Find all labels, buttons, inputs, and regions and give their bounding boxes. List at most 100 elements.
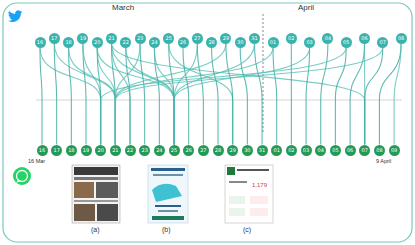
date-text: 26 (186, 148, 192, 153)
flow-connector (54, 44, 56, 145)
date-text: 05 (343, 40, 349, 45)
twitter-date-circle: 25 (163, 33, 174, 44)
frame (3, 3, 412, 242)
whatsapp-date-circle: 06 (345, 145, 356, 156)
whatsapp-icon (13, 167, 31, 185)
month-label: April (298, 3, 314, 12)
twitter-date-circle: 20 (92, 37, 103, 48)
flow-connector (101, 48, 347, 145)
date-text: 20 (97, 148, 103, 153)
date-text: 20 (94, 40, 100, 45)
date-text: 19 (80, 36, 86, 41)
flow-connector (115, 48, 382, 145)
twitter-date-circle: 24 (149, 37, 160, 48)
date-range-label: 9 April (376, 158, 391, 165)
twitter-date-circle: 01 (268, 37, 279, 48)
twitter-date-circle: 19 (77, 33, 88, 44)
date-text: 24 (151, 40, 157, 45)
date-text: 08 (398, 36, 404, 41)
flow-connector (115, 48, 273, 145)
whatsapp-date-circle: 23 (139, 145, 150, 156)
twitter-date-circle: 08 (396, 33, 407, 44)
date-text: 02 (288, 36, 294, 41)
date-text: 31 (259, 148, 265, 153)
whatsapp-date-circle: 16 (37, 145, 48, 156)
image-a (72, 165, 120, 223)
image-c (225, 165, 273, 223)
twitter-date-circle: 31 (249, 33, 260, 44)
panel-letter: (b) (162, 226, 171, 234)
twitter-date-circle: 07 (377, 37, 388, 48)
flow-connector (183, 48, 189, 145)
twitter-date-circle: 03 (304, 37, 315, 48)
whatsapp-date-circle: 02 (286, 145, 297, 156)
date-text: 09 (391, 148, 397, 153)
date-text: 04 (325, 36, 331, 41)
date-text: 17 (53, 148, 59, 153)
month-label: March (112, 3, 134, 12)
date-text: 29 (230, 148, 236, 153)
date-text: 18 (65, 40, 71, 45)
flow-connector (169, 44, 233, 145)
whatsapp-date-circle: 09 (389, 145, 400, 156)
twitter-date-circle: 16 (35, 37, 46, 48)
date-text: 24 (156, 148, 162, 153)
flow-connector (174, 44, 197, 145)
whatsapp-date-circle: 01 (271, 145, 282, 156)
whatsapp-date-circle: 31 (257, 145, 268, 156)
twitter-date-circle: 05 (341, 37, 352, 48)
twitter-date-circle: 22 (120, 37, 131, 48)
flow-connector (97, 48, 174, 145)
date-text: 23 (137, 36, 143, 41)
twitter-date-circle: 06 (359, 33, 370, 44)
date-text: 31 (251, 36, 257, 41)
whatsapp-date-circle: 28 (213, 145, 224, 156)
flow-connector (394, 44, 401, 145)
whatsapp-date-circle: 08 (374, 145, 385, 156)
date-text: 06 (361, 36, 367, 41)
flow-connector (169, 44, 174, 145)
date-text: 19 (83, 148, 89, 153)
panel-letter: (a) (91, 226, 100, 234)
date-text: 03 (303, 148, 309, 153)
flow-connector (115, 44, 226, 145)
twitter-date-circle: 02 (286, 33, 297, 44)
flow-connector (321, 44, 328, 145)
date-text: 01 (270, 40, 276, 45)
whatsapp-date-circle: 24 (154, 145, 165, 156)
whatsapp-date-circle: 25 (169, 145, 180, 156)
image-b (148, 165, 188, 223)
flow-connector (174, 44, 254, 145)
flow-connector (306, 48, 310, 145)
date-text: 28 (215, 148, 221, 153)
whatsapp-date-circle: 29 (227, 145, 238, 156)
date-text: 23 (142, 148, 148, 153)
twitter-date-circle: 17 (49, 33, 60, 44)
flow-connector (291, 44, 292, 145)
date-text: 18 (68, 148, 74, 153)
whatsapp-date-circle: 21 (110, 145, 121, 156)
date-text: 22 (123, 40, 129, 45)
whatsapp-date-circle: 17 (51, 145, 62, 156)
whatsapp-date-circle: 04 (315, 145, 326, 156)
whatsapp-date-circle: 30 (242, 145, 253, 156)
whatsapp-date-circle: 18 (66, 145, 77, 156)
date-text: 26 (180, 40, 186, 45)
whatsapp-date-circle: 22 (125, 145, 136, 156)
flow-connector (112, 44, 365, 145)
date-text: 04 (318, 148, 324, 153)
date-text: 27 (200, 148, 206, 153)
date-text: 29 (223, 36, 229, 41)
date-text: 30 (244, 148, 250, 153)
flow-connector (273, 48, 277, 145)
date-text: 17 (51, 36, 57, 41)
date-text: 03 (306, 40, 312, 45)
date-text: 16 (39, 148, 45, 153)
flow-connector (335, 48, 346, 145)
twitter-date-circle: 26 (178, 37, 189, 48)
twitter-date-circle: 27 (192, 33, 203, 44)
date-text: 06 (347, 148, 353, 153)
date-text: 25 (166, 36, 172, 41)
flow-connector (154, 48, 174, 145)
